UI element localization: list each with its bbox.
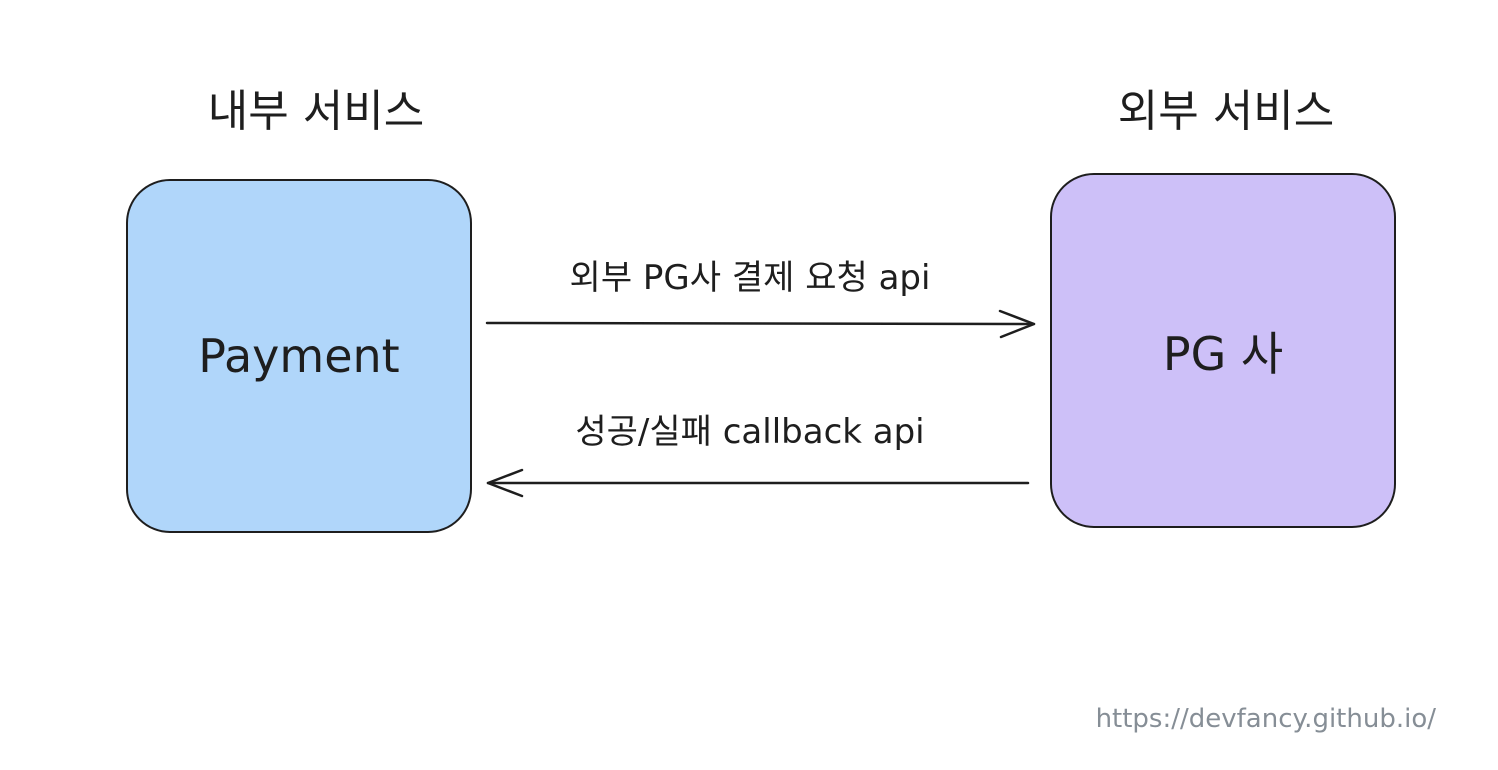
payment-request-arrow-label: 외부 PG사 결제 요청 api — [569, 258, 931, 298]
payment-request-arrow-line — [485, 321, 1036, 326]
payment-request-arrow — [485, 309, 1036, 339]
callback-arrow — [486, 468, 1030, 498]
callback-arrow-label: 성공/실패 callback api — [575, 412, 925, 452]
source-url-watermark: https://devfancy.github.io/ — [1095, 704, 1436, 734]
callback-arrow-head — [486, 468, 524, 498]
payment-request-arrow-head — [998, 309, 1036, 339]
payment-box-label: Payment — [198, 329, 400, 383]
external-service-title: 외부 서비스 — [1117, 86, 1335, 137]
internal-service-title: 내부 서비스 — [207, 86, 425, 137]
pg-company-box: PG 사 — [1050, 173, 1396, 528]
payment-box: Payment — [126, 179, 472, 533]
pg-company-box-label: PG 사 — [1162, 326, 1284, 381]
